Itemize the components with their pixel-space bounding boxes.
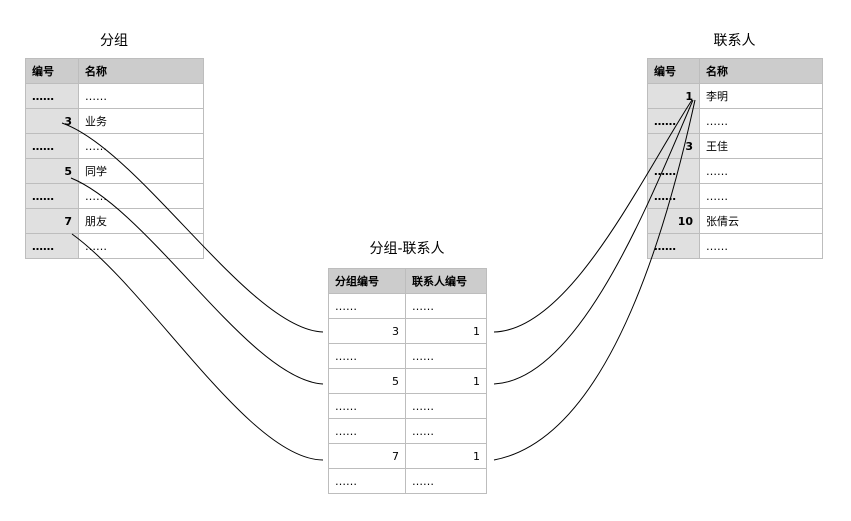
table-row: …… …… bbox=[647, 158, 823, 184]
group-id-cell: …… bbox=[328, 418, 406, 444]
table-row: …… …… bbox=[328, 468, 487, 494]
column-header: 联系人编号 bbox=[405, 268, 487, 294]
name-cell: 业务 bbox=[78, 108, 204, 134]
name-cell: 王佳 bbox=[699, 133, 823, 159]
contact-id-cell: 1 bbox=[405, 318, 487, 344]
column-header: 名称 bbox=[78, 58, 204, 84]
table-row: …… …… bbox=[328, 393, 487, 419]
group-id-cell: 7 bbox=[328, 443, 406, 469]
table-row: …… …… bbox=[328, 293, 487, 319]
column-header: 编号 bbox=[647, 58, 700, 84]
id-cell: 3 bbox=[647, 133, 700, 159]
name-cell: …… bbox=[78, 133, 204, 159]
id-cell: …… bbox=[25, 183, 79, 209]
table-row: …… …… bbox=[647, 233, 823, 259]
name-cell: …… bbox=[699, 233, 823, 259]
contact-id-cell: 1 bbox=[405, 368, 487, 394]
id-cell: …… bbox=[647, 233, 700, 259]
contact-id-cell: …… bbox=[405, 343, 487, 369]
link-table: 分组编号 联系人编号 …… …… 3 1 …… …… 5 1 …… …… …… … bbox=[328, 268, 487, 494]
link-table-header: 分组编号 联系人编号 bbox=[328, 268, 487, 294]
table-row: 5 1 bbox=[328, 368, 487, 394]
table-row: …… …… bbox=[25, 133, 204, 159]
id-cell: …… bbox=[647, 108, 700, 134]
contact-table-title: 联系人 bbox=[713, 33, 756, 49]
name-cell: 朋友 bbox=[78, 208, 204, 234]
group-id-cell: 3 bbox=[328, 318, 406, 344]
id-cell: 10 bbox=[647, 208, 700, 234]
group-id-cell: …… bbox=[328, 343, 406, 369]
table-row: 1 李明 bbox=[647, 83, 823, 109]
name-cell: …… bbox=[78, 233, 204, 259]
contact-table-header: 编号 名称 bbox=[647, 58, 823, 84]
group-table-title: 分组 bbox=[100, 33, 128, 49]
id-cell: …… bbox=[647, 158, 700, 184]
table-row: 3 业务 bbox=[25, 108, 204, 134]
connector-line bbox=[71, 233, 324, 461]
table-row: …… …… bbox=[647, 183, 823, 209]
contact-id-cell: 1 bbox=[405, 443, 487, 469]
table-row: 7 1 bbox=[328, 443, 487, 469]
link-table-title: 分组-联系人 bbox=[369, 241, 445, 257]
id-cell: …… bbox=[25, 83, 79, 109]
table-row: …… …… bbox=[647, 108, 823, 134]
id-cell: …… bbox=[25, 233, 79, 259]
name-cell: …… bbox=[699, 183, 823, 209]
column-header: 编号 bbox=[25, 58, 79, 84]
id-cell: 3 bbox=[25, 108, 79, 134]
contact-table: 编号 名称 1 李明 …… …… 3 王佳 …… …… …… …… 10 张倩云… bbox=[647, 58, 823, 259]
table-row: …… …… bbox=[25, 183, 204, 209]
contact-id-cell: …… bbox=[405, 468, 487, 494]
table-row: 3 王佳 bbox=[647, 133, 823, 159]
name-cell: 同学 bbox=[78, 158, 204, 184]
contact-id-cell: …… bbox=[405, 418, 487, 444]
table-row: 3 1 bbox=[328, 318, 487, 344]
name-cell: 张倩云 bbox=[699, 208, 823, 234]
table-row: 10 张倩云 bbox=[647, 208, 823, 234]
group-id-cell: 5 bbox=[328, 368, 406, 394]
id-cell: …… bbox=[647, 183, 700, 209]
name-cell: …… bbox=[699, 108, 823, 134]
id-cell: 1 bbox=[647, 83, 700, 109]
table-row: 5 同学 bbox=[25, 158, 204, 184]
table-row: …… …… bbox=[328, 418, 487, 444]
name-cell: …… bbox=[78, 183, 204, 209]
column-header: 分组编号 bbox=[328, 268, 406, 294]
group-id-cell: …… bbox=[328, 293, 406, 319]
group-id-cell: …… bbox=[328, 393, 406, 419]
table-row: …… …… bbox=[328, 343, 487, 369]
id-cell: …… bbox=[25, 133, 79, 159]
contact-id-cell: …… bbox=[405, 293, 487, 319]
column-header: 名称 bbox=[699, 58, 823, 84]
name-cell: …… bbox=[78, 83, 204, 109]
table-row: …… …… bbox=[25, 233, 204, 259]
table-row: …… …… bbox=[25, 83, 204, 109]
id-cell: 7 bbox=[25, 208, 79, 234]
group-id-cell: …… bbox=[328, 468, 406, 494]
contact-id-cell: …… bbox=[405, 393, 487, 419]
id-cell: 5 bbox=[25, 158, 79, 184]
group-table: 编号 名称 …… …… 3 业务 …… …… 5 同学 …… …… 7 朋友 …… bbox=[25, 58, 204, 259]
name-cell: 李明 bbox=[699, 83, 823, 109]
group-table-header: 编号 名称 bbox=[25, 58, 204, 84]
table-row: 7 朋友 bbox=[25, 208, 204, 234]
name-cell: …… bbox=[699, 158, 823, 184]
